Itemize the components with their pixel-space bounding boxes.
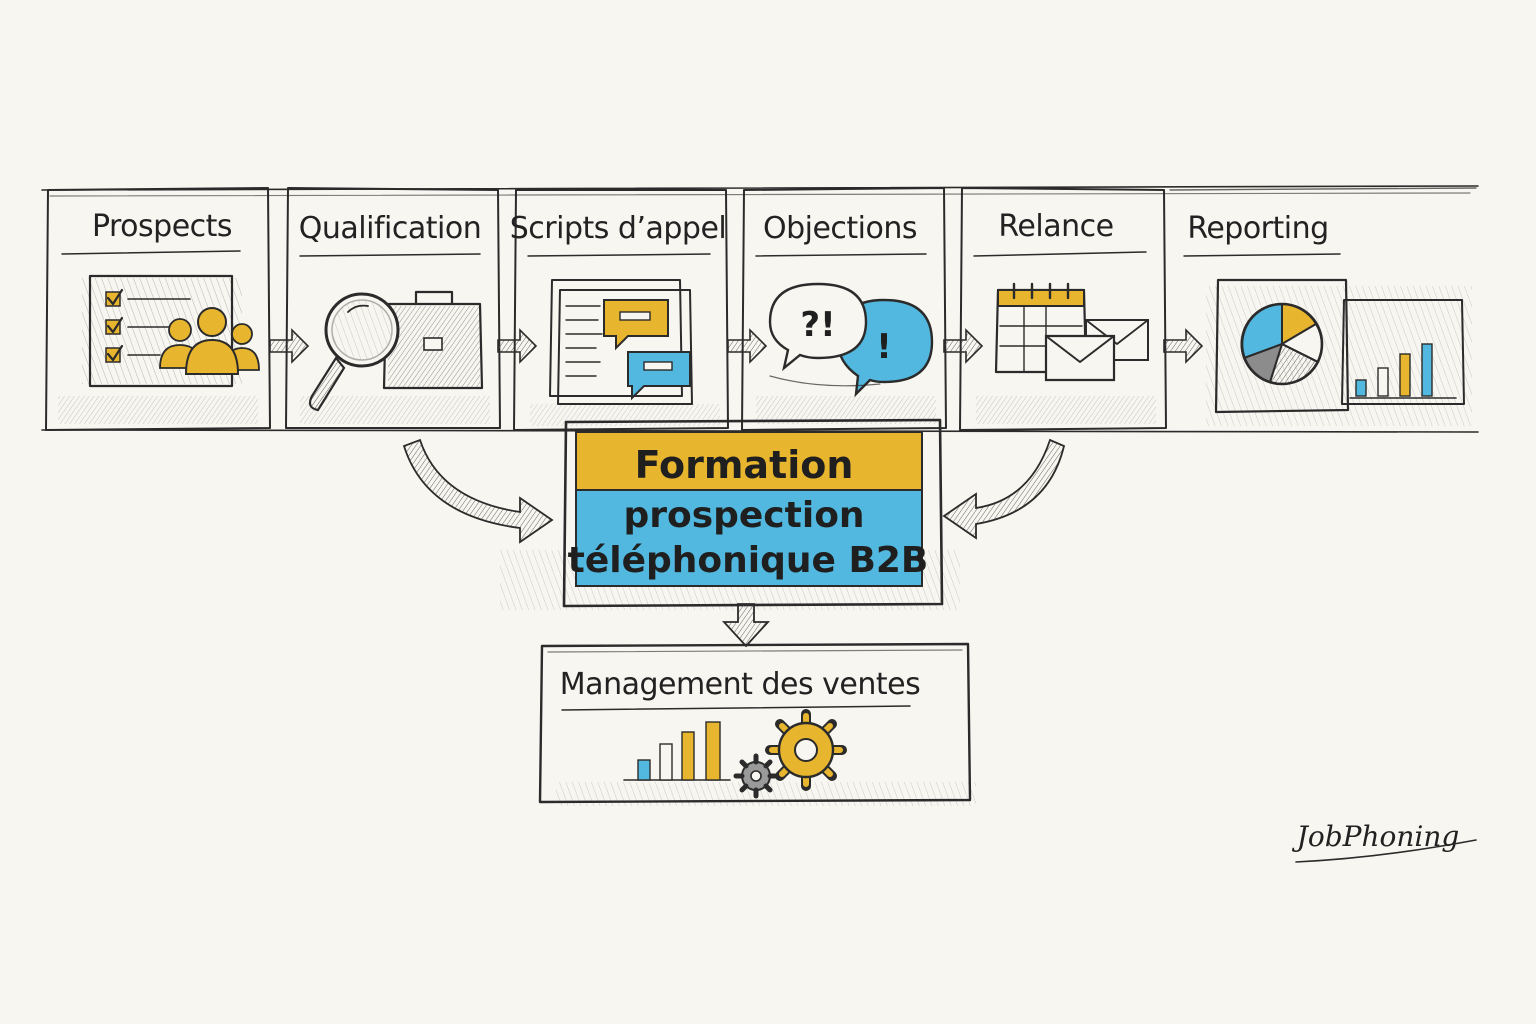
step-label: Qualification	[299, 211, 481, 246]
exclaim-mark: !	[876, 327, 892, 367]
arrow-down	[721, 603, 771, 648]
arrow-right-5	[1163, 328, 1204, 364]
question-exclaim-mark: ?!	[800, 305, 835, 345]
step-label: Relance	[998, 209, 1113, 244]
magnifier-briefcase-icon	[308, 290, 484, 412]
center-subtitle-2: téléphonique B2B	[568, 540, 929, 581]
bottom-management-box: Management des ventes	[538, 642, 976, 806]
step-label: Reporting	[1187, 211, 1328, 246]
center-subtitle-1: prospection	[623, 495, 864, 536]
prospect-checklist-icon	[82, 274, 260, 388]
arrow-right-3	[727, 328, 768, 364]
script-document-chat-icon	[549, 279, 693, 405]
brand-signature: JobPhoning	[1292, 820, 1477, 863]
question-speech-bubbles-icon: ! ?!	[768, 282, 934, 398]
curved-arrow-left	[402, 438, 554, 544]
curved-arrow-right	[942, 438, 1066, 540]
bottom-label: Management des ventes	[560, 667, 920, 702]
center-formation-box: Formation prospection téléphonique B2B	[500, 418, 960, 610]
arrow-right-2	[497, 328, 538, 364]
arrow-right-4	[943, 328, 984, 364]
step-label: Prospects	[92, 209, 232, 244]
center-title: Formation	[635, 443, 854, 487]
calendar-envelope-icon	[994, 282, 1149, 382]
arrow-right-1	[269, 328, 310, 364]
step-label: Scripts d’appel	[510, 211, 727, 246]
step-reporting: Reporting	[1169, 187, 1477, 426]
step-scripts-dappel: Scripts d’appel	[510, 189, 729, 431]
pie-bar-chart-icon	[1206, 278, 1472, 426]
step-label: Objections	[763, 211, 917, 246]
step-relance: Relance	[959, 187, 1167, 431]
bar-chart-gears-icon	[623, 709, 847, 799]
step-qualification: Qualification	[285, 187, 501, 429]
step-prospects: Prospects	[45, 187, 271, 431]
step-objections: Objections ! ?!	[741, 187, 947, 431]
